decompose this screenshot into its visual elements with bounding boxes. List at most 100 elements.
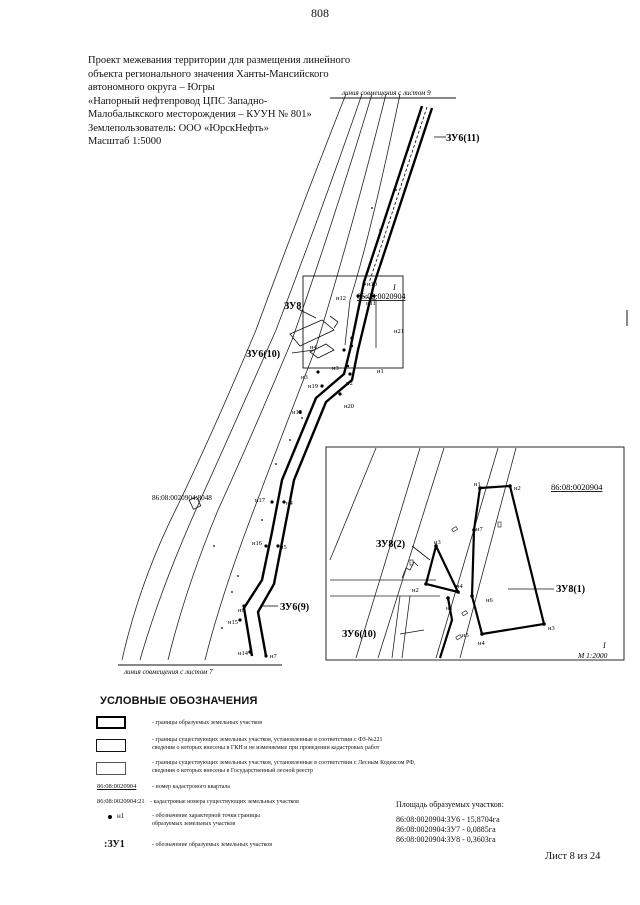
inset-marker: I xyxy=(602,641,606,650)
inset-parcel-label: ЗУ8(1) xyxy=(556,584,585,595)
boundary-point xyxy=(282,500,286,504)
parcel-label-zu6-10: ЗУ6(10) xyxy=(246,349,280,360)
area-line: 86:08:0020904:ЗУ6 - 15,8704га xyxy=(396,815,500,824)
structure-outline xyxy=(329,315,339,329)
legend-text: образуемых земельных участков xyxy=(152,821,236,827)
point-label: н3 xyxy=(301,374,308,381)
legend-text: сведения о которых внесены в Государстве… xyxy=(152,768,314,774)
point-label: н18 xyxy=(292,409,302,416)
inset-point-label: н3 xyxy=(548,625,555,632)
areas-title: Площадь образуемых участков: xyxy=(396,800,504,809)
point-label: н11 xyxy=(366,300,376,307)
header-line: Проект межевания территории для размещен… xyxy=(88,55,351,66)
inset-point-label: н2 xyxy=(412,587,419,594)
inset-parcel-zu6-10 xyxy=(438,597,454,659)
inset-point-label: н3 xyxy=(434,539,441,546)
inset-frame xyxy=(325,446,625,661)
boundary-point xyxy=(298,410,302,414)
quarter-number: 86:08:0020904 xyxy=(357,292,405,301)
structure-outline xyxy=(309,343,335,359)
inset-point-label: н1 xyxy=(446,605,453,612)
point-label: н4 xyxy=(286,500,293,507)
legend-text: - обозначение характерной точки границы xyxy=(152,813,260,819)
legend-text: - границы образуемых земельных участков xyxy=(152,720,263,726)
boundary-line xyxy=(344,93,401,346)
inset-boundary-line xyxy=(329,447,377,561)
inset-point-label: н5 xyxy=(462,632,469,639)
point-label: н4 xyxy=(310,344,317,351)
point-label: н19 xyxy=(308,383,318,390)
boundary-point xyxy=(270,500,274,504)
point-label: н5 xyxy=(280,544,287,551)
boundary-point xyxy=(248,650,252,654)
inset-parcel-label: ЗУ8(2) xyxy=(376,539,405,550)
inset-road xyxy=(330,579,440,597)
existing-parcel-label: 86:08:0020904:8048 xyxy=(152,494,212,502)
legend-text: - границы существующих земельных участко… xyxy=(152,760,416,766)
page-number: 808 xyxy=(311,6,329,20)
header-line: Масштаб 1:5000 xyxy=(88,136,162,147)
legend-sample-parcel: 86:08:0020904:21 xyxy=(97,798,145,805)
legend-text: - границы существующих земельных участко… xyxy=(152,737,383,743)
legend-sample-parcel-label: :ЗУ1 xyxy=(104,839,125,850)
point-label: н21 xyxy=(394,328,404,335)
inset-structure xyxy=(401,561,419,579)
boundary-point xyxy=(320,384,324,388)
legend-sample-quarter: 86:08:0020904 xyxy=(97,783,137,790)
inset-quarter-number: 86:08:0020904 xyxy=(551,482,603,492)
inset-point-label: н6 xyxy=(486,597,493,604)
header-line: Малобалыкского месторождения – КУУН № 80… xyxy=(88,109,312,120)
boundary-point xyxy=(362,282,366,286)
point-label: н17 xyxy=(255,497,266,504)
legend-text: - обозначение образуемых земельных участ… xyxy=(152,842,273,848)
inset-parcel-zu8-2 xyxy=(424,542,461,594)
inset-marker-label: I xyxy=(392,283,396,292)
point-label: н12 xyxy=(336,295,346,302)
match-line-top-label: линия совмещения с листом 9 xyxy=(341,89,431,97)
inset-road xyxy=(391,595,411,659)
svg-text:н3: н3 xyxy=(332,365,339,372)
boundary-point xyxy=(264,544,268,548)
parcel-boundary xyxy=(256,107,434,657)
point-label: н6 xyxy=(238,607,245,614)
boundary-line xyxy=(139,93,363,661)
inset-scale: М 1:2000 xyxy=(577,651,608,660)
boundary-point xyxy=(238,618,242,622)
inset-point-label: н4 xyxy=(478,640,485,647)
boundary-point xyxy=(356,294,360,298)
boundary-point xyxy=(338,392,342,396)
point-label: н10 xyxy=(367,281,377,288)
point-label: н14 xyxy=(238,650,249,657)
inset-parcel-label: ЗУ6(10) xyxy=(342,629,376,640)
inset-point-label: н7 xyxy=(476,526,483,533)
point-label: н16 xyxy=(252,540,263,547)
boundary-line xyxy=(361,295,377,348)
header-line: автономного округа – Югры xyxy=(88,82,215,93)
boundary-point xyxy=(242,604,246,608)
area-line: 86:08:0020904:ЗУ8 - 0,3603га xyxy=(396,835,496,844)
document-header: Проект межевания территории для размещен… xyxy=(88,54,358,149)
legend-text: сведения о которых внесены в ГКН и не из… xyxy=(152,745,380,751)
boundary-line xyxy=(167,93,373,661)
boundary-point xyxy=(264,654,268,658)
point-label: н20 xyxy=(344,403,354,410)
boundary-point xyxy=(316,370,320,374)
legend-swatch-existing xyxy=(96,739,126,752)
point-label: н15 xyxy=(228,619,238,626)
legend-point-icon xyxy=(108,815,112,819)
match-line-bottom-label: линия совмещения с листом 7 xyxy=(123,668,213,676)
parcel-label-zu8: ЗУ8 xyxy=(284,301,301,312)
inset-boundary-line xyxy=(459,447,517,659)
inset-boundary-line xyxy=(355,447,421,659)
boundary-point xyxy=(342,348,346,352)
boundary-point xyxy=(372,294,376,298)
legend-swatch-formed xyxy=(96,716,126,729)
header-line: «Напорный нефтепровод ЦПС Западно- xyxy=(88,95,268,107)
existing-parcel-marker xyxy=(188,496,202,510)
point-label: н1 xyxy=(377,368,384,375)
legend-swatch-forest xyxy=(96,762,126,775)
boundary-point xyxy=(350,336,354,340)
legend-text: - кадастровые номера существующих земель… xyxy=(150,799,299,805)
structure-outline xyxy=(289,319,335,347)
